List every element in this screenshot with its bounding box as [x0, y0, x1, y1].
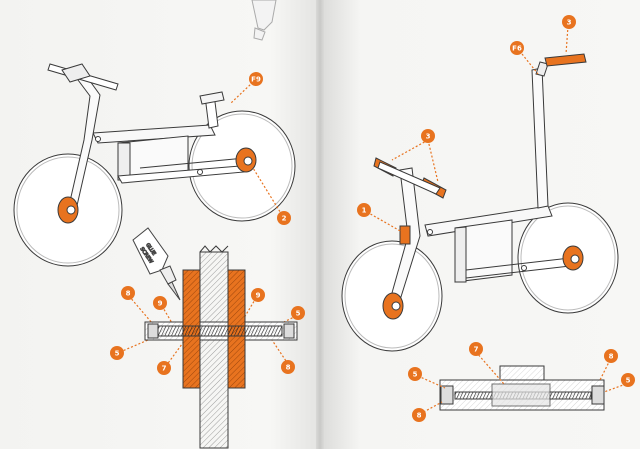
svg-text:5: 5: [413, 371, 418, 379]
callout-f9: F9: [249, 72, 263, 86]
svg-text:5: 5: [296, 310, 301, 318]
callout-1: 1: [357, 203, 371, 217]
glue-bottle: GLUE SCREW: [132, 227, 181, 301]
left-bike: [13, 63, 296, 267]
svg-text:7: 7: [162, 365, 167, 373]
svg-text:8: 8: [286, 364, 291, 372]
svg-text:F9: F9: [251, 76, 261, 84]
front-sleeve: [399, 225, 411, 245]
callout-2: 2: [277, 211, 291, 225]
svg-text:3: 3: [426, 133, 431, 141]
svg-text:7: 7: [474, 346, 479, 354]
bolt-section-detail: [144, 245, 298, 449]
top-tube-graphic: [251, 0, 277, 41]
callout-f6: F6: [510, 41, 524, 55]
svg-text:1: 1: [362, 207, 367, 215]
svg-text:5: 5: [626, 377, 631, 385]
bolt-section-detail-right: [439, 365, 605, 411]
svg-text:9: 9: [256, 292, 261, 300]
svg-text:F6: F6: [512, 45, 522, 53]
top-grip: [544, 53, 587, 67]
svg-text:8: 8: [126, 290, 131, 298]
svg-text:5: 5: [115, 350, 120, 358]
callout-7-right: 7: [469, 342, 483, 356]
callout-8-bottom-right: 8: [281, 360, 295, 374]
svg-text:3: 3: [567, 19, 572, 27]
callout-3-top: 3: [562, 15, 576, 29]
svg-text:8: 8: [417, 412, 422, 420]
callout-5-right: 5: [291, 306, 305, 320]
callout-5-left: 5: [110, 346, 124, 360]
callout-8-top-left: 8: [121, 286, 135, 300]
svg-text:8: 8: [609, 353, 614, 361]
callout-8-top-right: 8: [604, 349, 618, 363]
book-gutter: [316, 0, 324, 449]
svg-text:2: 2: [282, 215, 287, 223]
callout-5-left-right-page: 5: [408, 367, 422, 381]
callout-8-bottom-right-page: 8: [412, 408, 426, 422]
callout-7: 7: [157, 361, 171, 375]
callout-5-right-right-page: 5: [621, 373, 635, 387]
svg-text:9: 9: [158, 300, 163, 308]
callout-3-seat: 3: [421, 129, 435, 143]
callout-9-left: 9: [153, 296, 167, 310]
right-bike: [341, 53, 619, 352]
callout-9-right: 9: [251, 288, 265, 302]
